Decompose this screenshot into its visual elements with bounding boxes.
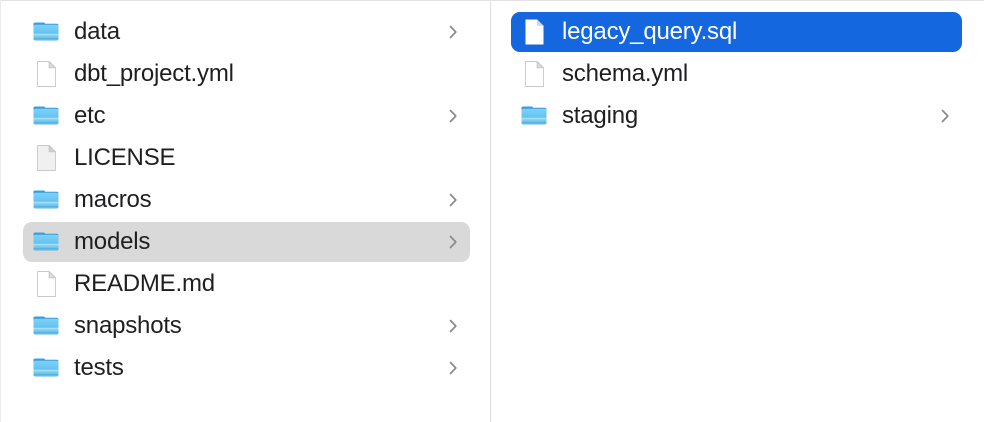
folder-icon [31,311,61,341]
finder-column-models[interactable]: legacy_query.sql schema.yml staging [491,1,984,422]
file-row[interactable]: models [23,222,470,262]
folder-icon [31,185,61,215]
file-name-label: staging [562,102,638,129]
file-name-label: data [74,18,120,45]
file-row[interactable]: legacy_query.sql [511,12,962,52]
finder-column-parent[interactable]: data dbt_project.yml etc LICENSE [1,1,491,422]
file-row[interactable]: README.md [23,264,470,304]
chevron-right-icon[interactable] [446,358,460,378]
file-row[interactable]: data [23,12,470,52]
document-icon [31,269,61,299]
document-icon [519,17,549,47]
file-row[interactable]: macros [23,180,470,220]
file-row[interactable]: LICENSE [23,138,470,178]
folder-icon [519,101,549,131]
file-row[interactable]: schema.yml [511,54,962,94]
chevron-right-icon[interactable] [446,190,460,210]
file-name-label: schema.yml [562,60,689,87]
file-name-label: macros [74,186,152,213]
chevron-right-icon[interactable] [446,232,460,252]
file-name-label: models [74,228,151,255]
chevron-right-icon[interactable] [446,106,460,126]
file-name-label: dbt_project.yml [74,60,234,87]
plain-document-icon [31,143,61,173]
chevron-right-icon[interactable] [446,22,460,42]
folder-icon [31,101,61,131]
file-name-label: snapshots [74,312,182,339]
file-row[interactable]: etc [23,96,470,136]
file-name-label: tests [74,354,124,381]
file-row[interactable]: snapshots [23,306,470,346]
file-name-label: README.md [74,270,215,297]
document-icon [31,59,61,89]
file-name-label: etc [74,102,106,129]
chevron-right-icon[interactable] [938,106,952,126]
file-row[interactable]: tests [23,348,470,388]
file-row[interactable]: staging [511,96,962,136]
folder-icon [31,17,61,47]
folder-icon [31,353,61,383]
file-row[interactable]: dbt_project.yml [23,54,470,94]
document-icon [519,59,549,89]
file-name-label: legacy_query.sql [562,18,738,45]
chevron-right-icon[interactable] [446,316,460,336]
file-name-label: LICENSE [74,144,176,171]
folder-icon [31,227,61,257]
